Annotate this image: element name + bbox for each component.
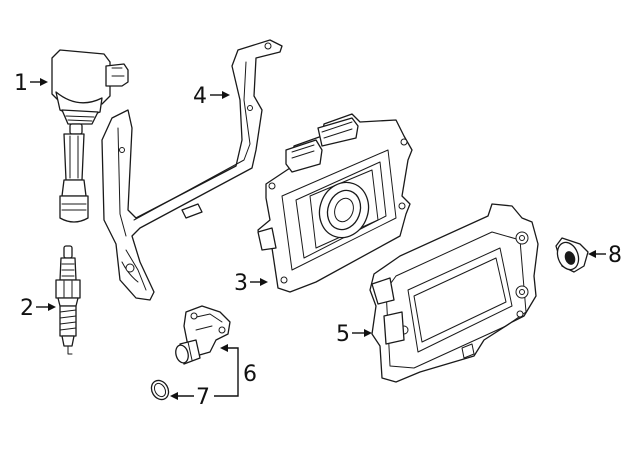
callout-number: 5 xyxy=(336,322,350,347)
part-engine-control-module xyxy=(257,113,413,293)
callout-1: 1 xyxy=(14,71,48,96)
part-spark-plug xyxy=(55,245,81,355)
callout-7: 7 xyxy=(170,385,210,410)
part-sensor xyxy=(175,305,231,365)
callout-4: 4 xyxy=(193,84,230,109)
callout-2: 2 xyxy=(20,296,56,321)
callout-number: 1 xyxy=(14,71,28,96)
part-o-ring xyxy=(150,379,170,401)
callout-number: 6 xyxy=(243,362,257,387)
callout-number: 2 xyxy=(20,296,34,321)
callout-number: 3 xyxy=(234,271,248,296)
callout-6: 6 xyxy=(214,344,257,397)
part-bushing xyxy=(555,237,589,273)
part-ignition-coil xyxy=(51,49,129,223)
part-bracket xyxy=(101,39,283,301)
callout-number: 4 xyxy=(193,84,207,109)
part-ecu-cover xyxy=(369,203,539,383)
callout-3: 3 xyxy=(234,271,268,296)
callout-number: 8 xyxy=(608,243,622,268)
callout-number: 7 xyxy=(196,385,210,410)
callout-5: 5 xyxy=(336,322,372,347)
callout-8: 8 xyxy=(588,243,622,268)
